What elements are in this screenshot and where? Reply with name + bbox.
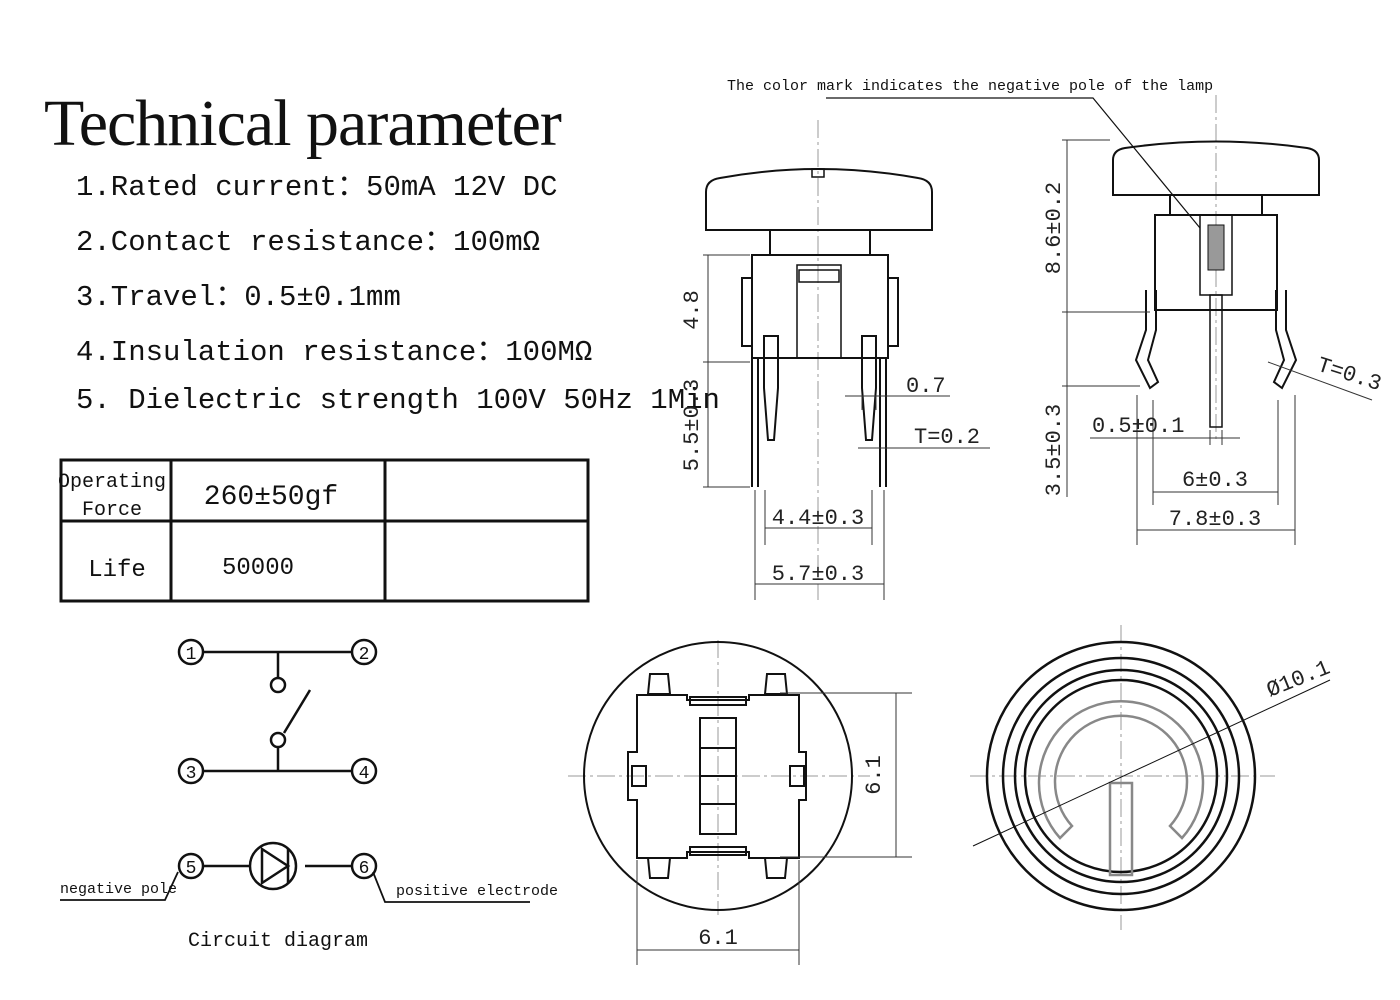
side-dim-led-pin: 0.5±0.1 [1092,414,1184,439]
operating-force-label-2: Force [82,499,142,522]
bottom-dim-width: 6.1 [698,926,738,951]
page-title: Technical parameter [44,87,562,160]
front-view-drawing [705,120,933,600]
side-view-dimensions [1062,139,1373,545]
pin-2: 2 [350,638,378,666]
pin-6: 6 [350,852,378,880]
svg-text:2: 2 [359,645,370,665]
svg-text:6: 6 [359,859,370,879]
side-dim-top: 8.6±0.2 [1042,182,1067,274]
pin-4: 4 [350,757,378,785]
top-view-drawing [970,625,1331,930]
param-contact-resistance: 2.Contact resistance：100mΩ [76,226,540,259]
svg-text:5: 5 [186,859,197,879]
pin-1: 1 [177,638,205,666]
svg-text:3: 3 [186,764,197,784]
life-value: 50000 [222,555,294,582]
color-mark-note: The color mark indicates the negative po… [727,78,1213,95]
param-travel: 3.Travel：0.5±0.1mm [76,281,401,314]
side-dim-inner: 6±0.3 [1182,468,1248,493]
circuit-caption: Circuit diagram [188,930,368,953]
pin-5: 5 [177,852,205,880]
front-dim-thickness: T=0.2 [914,425,980,450]
operating-force-label-1: Operating [58,471,166,494]
front-dim-height-bottom: 5.5±0.3 [680,379,705,471]
side-dim-bottom: 3.5±0.3 [1042,404,1067,496]
front-view-dimensions [703,254,990,600]
operating-force-value: 260±50gf [204,482,338,513]
bottom-view-drawing [568,640,870,915]
svg-text:4: 4 [359,764,370,784]
circuit-pins: 1 2 3 4 5 6 [177,638,378,880]
bottom-view-dimensions [636,692,912,965]
param-rated-current: 1.Rated current：50mA 12V DC [76,171,557,204]
side-dim-outer: 7.8±0.3 [1169,507,1261,532]
side-view-drawing [826,95,1320,440]
bottom-dim-height: 6.1 [862,755,887,795]
front-dim-pin-width: 0.7 [906,374,946,399]
front-dim-outer: 5.7±0.3 [772,562,864,587]
param-insulation-resistance: 4.Insulation resistance：100MΩ [76,336,592,369]
positive-electrode-label: positive electrode [396,883,558,900]
spec-table: Operating Force 260±50gf Life 50000 [58,458,590,603]
front-dim-inner: 4.4±0.3 [772,506,864,531]
side-dim-thickness: T=0.3 [1314,353,1385,397]
negative-pole-label: negative pole [60,881,177,898]
life-label: Life [88,557,146,584]
top-dim-diameter: Ø10.1 [1263,656,1334,704]
param-dielectric-strength: 5. Dielectric strength 100V 50Hz 1Min [76,384,720,417]
circuit-diagram [60,650,530,903]
svg-text:1: 1 [186,645,197,665]
front-dim-height-top: 4.8 [680,290,705,330]
pin-3: 3 [177,757,205,785]
